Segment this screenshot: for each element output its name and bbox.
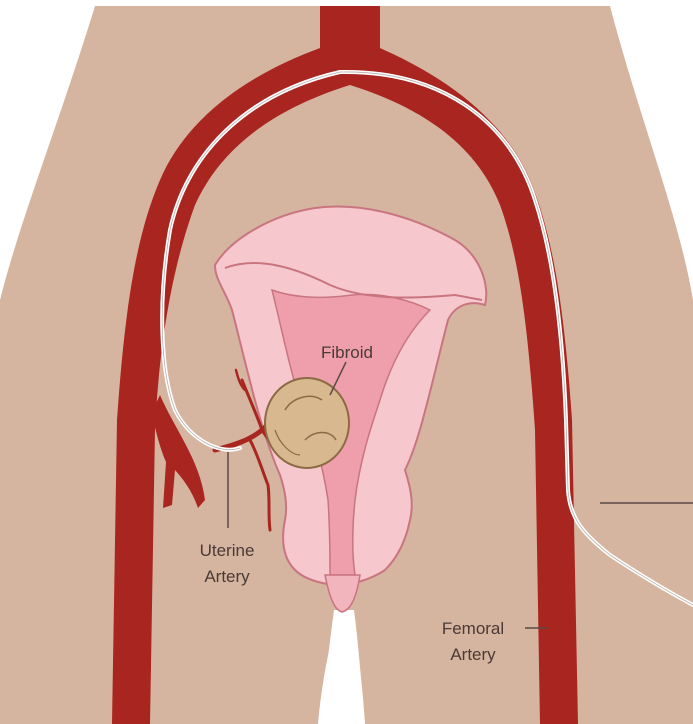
- femoral-artery-label-line-1: Femoral: [442, 619, 504, 638]
- uterine-artery-label-line-1: Uterine: [200, 541, 255, 560]
- fibroid-label: Fibroid: [321, 343, 373, 362]
- fibroid: [265, 378, 349, 468]
- uterine-artery-label-line-2: Artery: [204, 567, 250, 586]
- femoral-artery-label-line-2: Artery: [450, 645, 496, 664]
